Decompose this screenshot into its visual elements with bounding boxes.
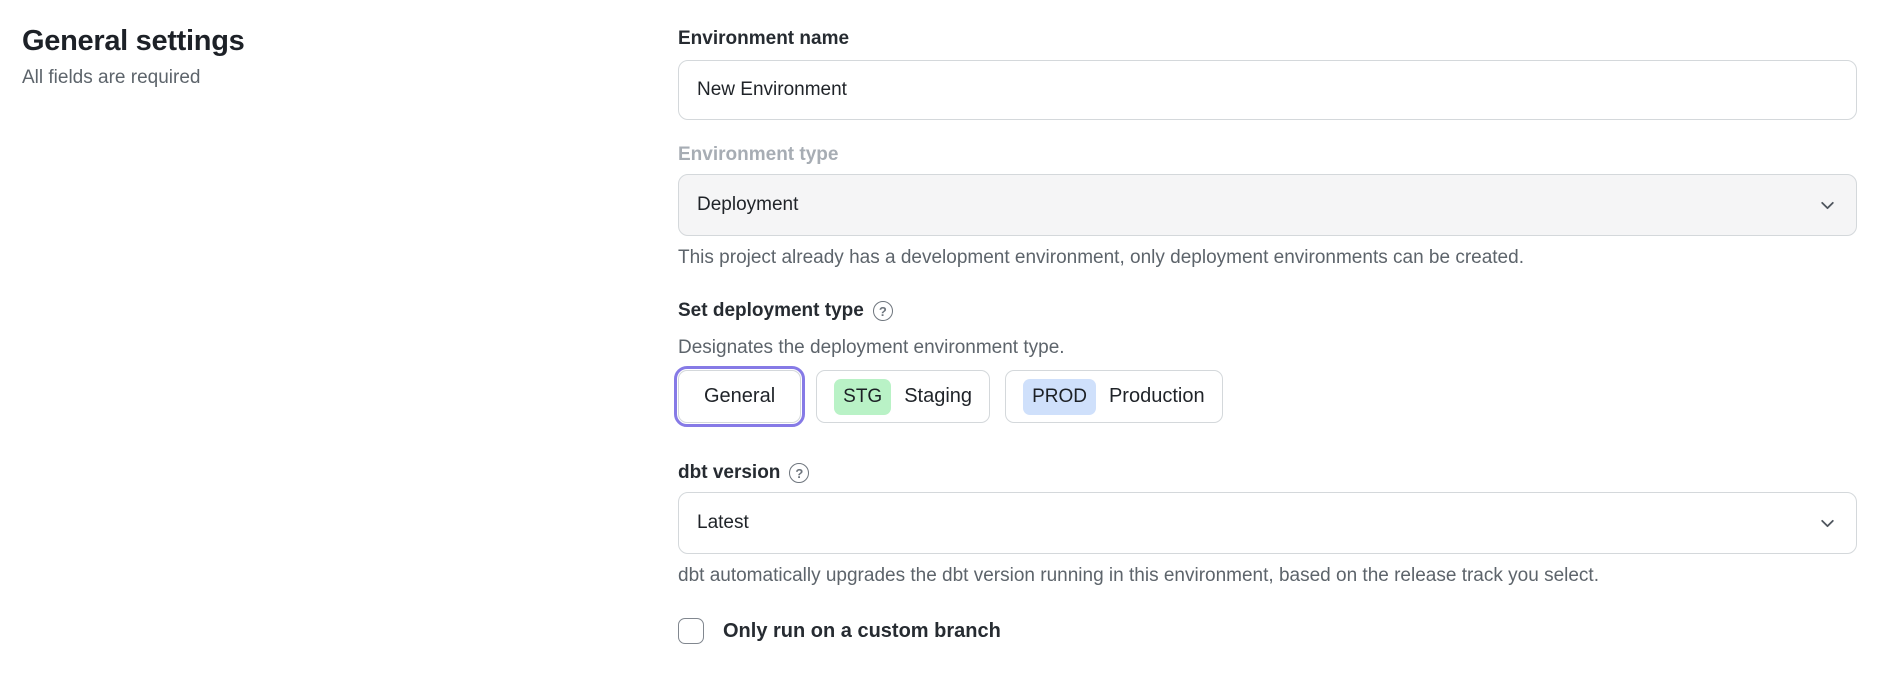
- custom-branch-label[interactable]: Only run on a custom branch: [723, 619, 1001, 642]
- staging-badge: STG: [834, 378, 892, 415]
- deployment-type-option-production[interactable]: PROD Production: [1005, 370, 1223, 423]
- environment-type-value: Deployment: [697, 194, 799, 215]
- environment-name-input[interactable]: [678, 60, 1857, 120]
- deployment-type-option-staging[interactable]: STG Staging: [816, 370, 991, 423]
- dbt-version-value: Latest: [697, 512, 749, 533]
- environment-type-select[interactable]: Deployment: [678, 174, 1857, 236]
- deployment-type-option-label: Staging: [904, 385, 973, 407]
- environment-type-label: Environment type: [678, 144, 839, 165]
- environment-type-field: Environment type Deployment This project…: [678, 144, 1857, 270]
- environment-type-helper: This project already has a development e…: [678, 247, 1524, 268]
- environment-settings-form: Environment name Environment type Deploy…: [673, 28, 1857, 644]
- page-title: General settings: [22, 25, 245, 57]
- dbt-version-helper: dbt automatically upgrades the dbt versi…: [678, 565, 1599, 586]
- deployment-type-option-general[interactable]: General: [673, 366, 806, 427]
- dbt-version-label: dbt version: [678, 462, 781, 483]
- environment-name-label: Environment name: [678, 28, 850, 49]
- settings-header: General settings All fields are required: [22, 22, 542, 89]
- deployment-type-label: Set deployment type: [678, 300, 864, 321]
- production-badge: PROD: [1023, 378, 1096, 415]
- deployment-type-option-label: General: [704, 385, 776, 407]
- chevron-down-icon: [1821, 201, 1834, 209]
- help-icon[interactable]: ?: [872, 301, 893, 321]
- custom-branch-field: Only run on a custom branch: [678, 618, 1857, 644]
- custom-branch-checkbox[interactable]: [678, 618, 704, 644]
- dbt-version-select[interactable]: Latest: [678, 492, 1857, 554]
- environment-name-field: Environment name: [678, 28, 1857, 120]
- deployment-type-option-label: Production: [1108, 385, 1205, 407]
- help-icon[interactable]: ?: [789, 463, 810, 483]
- deployment-type-options: General STG Staging PROD Production: [673, 366, 1857, 427]
- page-subtitle: All fields are required: [22, 67, 201, 88]
- dbt-version-field: dbt version ? Latest dbt automatically u…: [678, 462, 1857, 588]
- deployment-type-field: Set deployment type ? Designates the dep…: [673, 300, 1857, 427]
- deployment-type-description: Designates the deployment environment ty…: [678, 337, 1065, 358]
- chevron-down-icon: [1821, 519, 1834, 527]
